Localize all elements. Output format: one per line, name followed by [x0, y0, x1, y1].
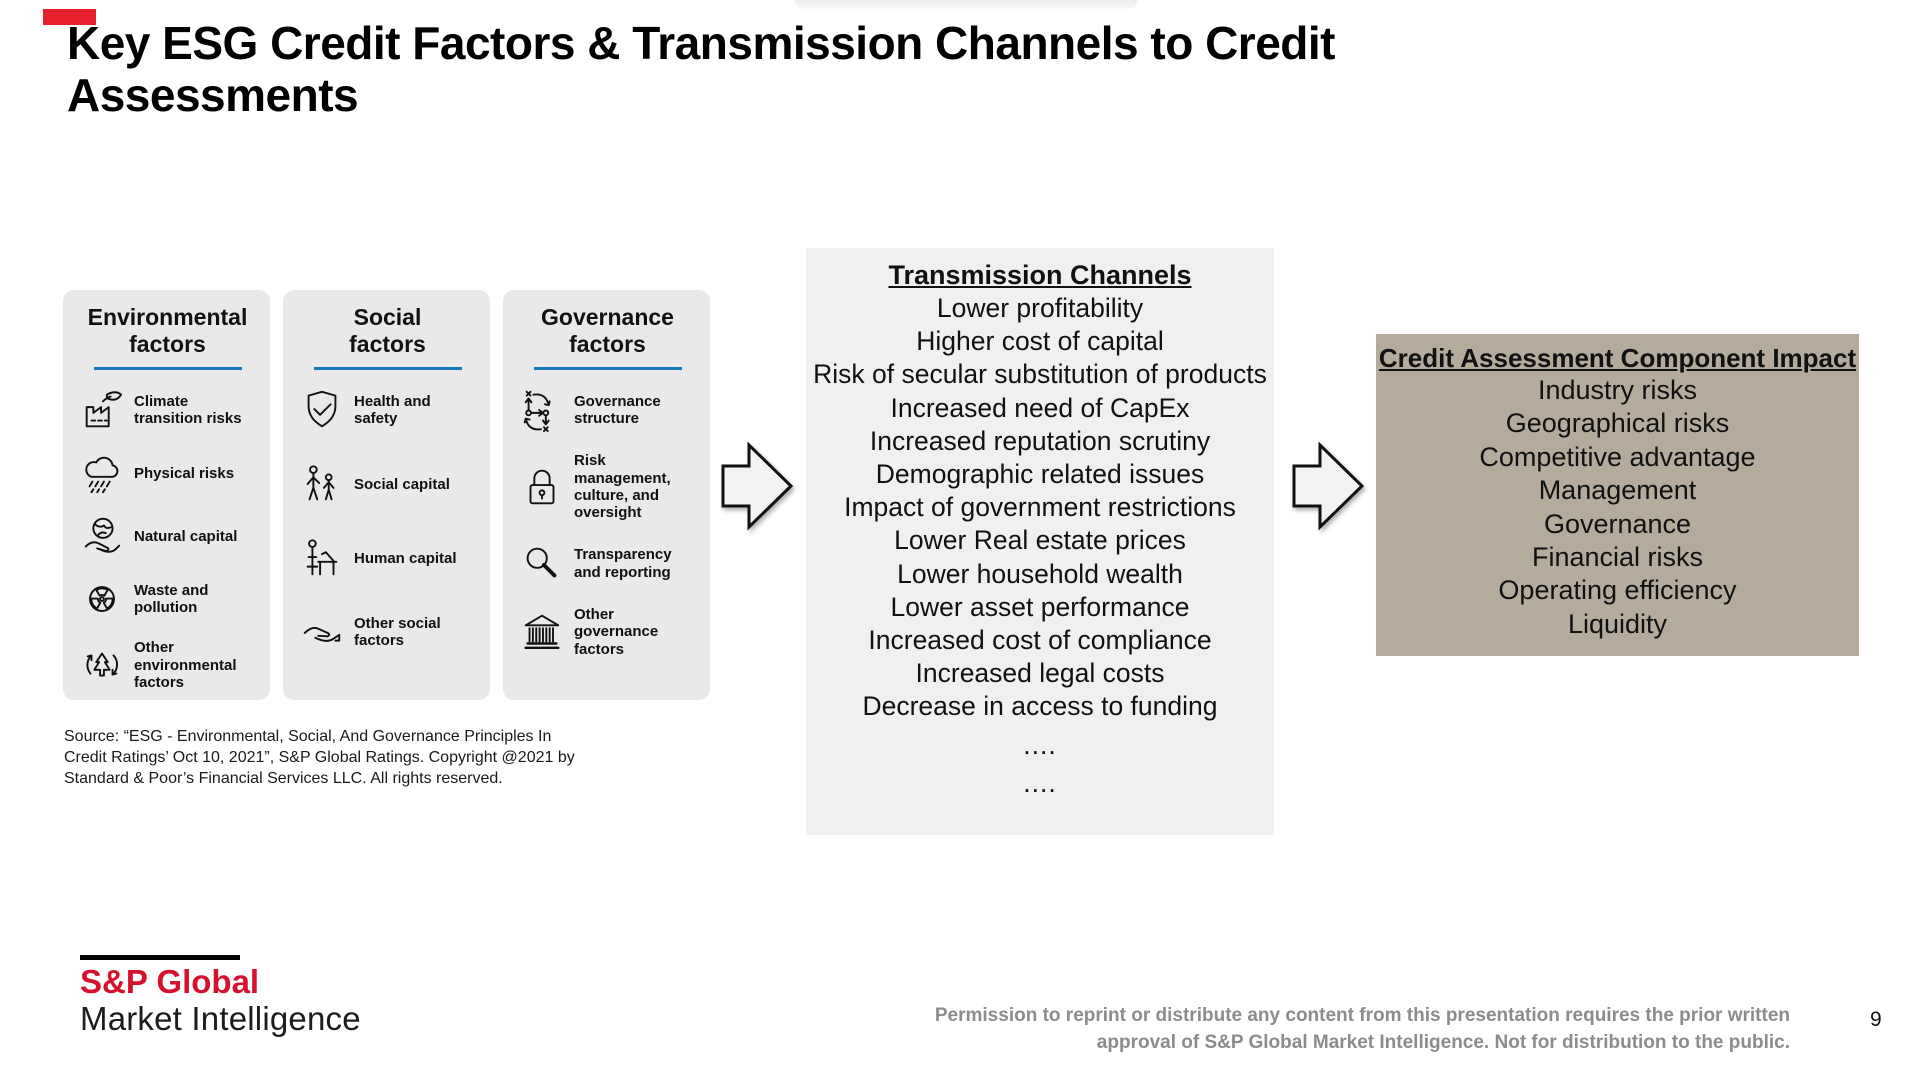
factor-label: Social capital: [354, 475, 450, 493]
credit-impact-item: Liquidity: [1567, 608, 1668, 639]
governance-factors-title: Governance factors: [541, 304, 674, 358]
transmission-item-ellipsis: ....: [1023, 729, 1057, 760]
transmission-item: Lower profitability: [936, 293, 1144, 323]
source-note: Source: “ESG - Environmental, Social, An…: [64, 728, 575, 788]
factor-label: Governance structure: [574, 392, 661, 428]
factor-label: Other environmental factors: [134, 639, 237, 692]
factor-label: Human capital: [354, 549, 457, 567]
page-title: Key ESG Credit Factors & Transmission Ch…: [67, 17, 1335, 121]
factor-label: Other social factors: [354, 614, 441, 650]
list-item: Risk management, culture, and oversight: [513, 452, 702, 522]
top-gray-tab: [795, 0, 1137, 9]
transmission-item: Demographic related issues: [875, 459, 1205, 490]
social-factors-box: Social factors Health and safety Social …: [283, 290, 490, 700]
natural-capital-icon: [79, 513, 125, 559]
environmental-factors-title: Environmental factors: [87, 304, 248, 358]
logo-bar: [80, 955, 240, 960]
transmission-channels-title: Transmission Channels: [888, 260, 1192, 290]
factor-label: Climate transition risks: [134, 392, 242, 428]
factor-label: Other governance factors: [574, 605, 659, 658]
list-item: Other governance factors: [513, 606, 702, 658]
list-item: Physical risks: [73, 450, 262, 496]
list-item: Health and safety: [293, 387, 482, 433]
factor-label: Physical risks: [134, 464, 235, 482]
social-factors-title: Social factors: [349, 304, 426, 358]
logo-brand-text: S&P Global: [80, 963, 260, 1000]
list-item: Natural capital: [73, 513, 262, 559]
arrow-right-icon: [721, 441, 793, 531]
page-number: 9: [1870, 1008, 1882, 1031]
list-item: Other environmental factors: [73, 639, 262, 691]
list-item: Governance structure: [513, 387, 702, 433]
risk-management-icon: [519, 464, 565, 510]
transmission-channels-panel: Transmission Channels Lower profitabilit…: [806, 248, 1274, 835]
other-environmental-factors-icon: [79, 642, 125, 688]
transmission-item: Higher cost of capital: [916, 326, 1164, 357]
other-governance-factors-icon: [519, 609, 565, 655]
credit-impact-item: Industry risks: [1537, 375, 1698, 405]
blue-divider: [93, 367, 242, 371]
transmission-item: Increased need of CapEx: [890, 392, 1190, 423]
footer-disclaimer: Permission to reprint or distribute any …: [934, 1005, 1790, 1054]
environmental-factors-box: Environmental factors Climate transition…: [63, 290, 270, 700]
waste-and-pollution-icon: [79, 576, 125, 622]
credit-assessment-impact-title: Credit Assessment Component Impact: [1378, 343, 1857, 373]
sp-global-logo: S&P Global Market Intelligence: [80, 955, 361, 1038]
other-social-factors-icon: [299, 609, 345, 655]
transmission-item: Increased reputation scrutiny: [869, 425, 1211, 456]
factor-label: Risk management, culture, and oversight: [574, 452, 671, 522]
transmission-item: Lower household wealth: [897, 558, 1183, 589]
credit-impact-item: Financial risks: [1531, 542, 1704, 573]
credit-impact-item: Competitive advantage: [1479, 441, 1756, 472]
factor-label: Natural capital: [134, 527, 238, 545]
blue-divider: [533, 367, 682, 371]
list-item: Waste and pollution: [73, 576, 262, 622]
transmission-item: Impact of government restrictions: [844, 492, 1236, 523]
credit-impact-item: Management: [1538, 475, 1697, 506]
credit-impact-item: Operating efficiency: [1498, 575, 1737, 606]
transmission-item: Increased legal costs: [915, 658, 1165, 689]
transmission-item: Decrease in access to funding: [862, 691, 1218, 722]
factor-label: Waste and pollution: [134, 581, 209, 617]
social-capital-icon: [299, 461, 345, 507]
list-item: Human capital: [293, 535, 482, 581]
factor-label: Transparency and reporting: [574, 546, 672, 581]
list-item: Climate transition risks: [73, 387, 262, 433]
credit-assessment-impact-panel: Credit Assessment Component Impact Indus…: [1376, 334, 1859, 656]
physical-risks-icon: [79, 450, 125, 496]
list-item: Transparency and reporting: [513, 541, 702, 587]
credit-impact-item: Geographical risks: [1505, 408, 1730, 439]
transmission-item: Risk of secular substitution of products: [813, 359, 1267, 390]
climate-transition-risks-icon: [79, 387, 125, 433]
transmission-item: Lower asset performance: [890, 591, 1190, 622]
list-item: Other social factors: [293, 609, 482, 655]
red-accent-bar: [43, 9, 96, 25]
logo-division-text: Market Intelligence: [80, 999, 361, 1037]
transmission-item-ellipsis: ....: [1023, 767, 1057, 798]
arrow-right-icon: [1292, 441, 1364, 531]
transparency-reporting-icon: [519, 541, 565, 587]
governance-factors-box: Governance factors Governance structure: [503, 290, 710, 700]
transmission-item: Increased cost of compliance: [868, 625, 1212, 656]
governance-structure-icon: [519, 387, 565, 433]
human-capital-icon: [299, 535, 345, 581]
transmission-item: Lower Real estate prices: [894, 525, 1186, 556]
blue-divider: [313, 367, 462, 371]
credit-impact-item: Governance: [1543, 508, 1692, 539]
health-and-safety-icon: [299, 387, 345, 433]
factor-label: Health and safety: [354, 392, 431, 428]
list-item: Social capital: [293, 461, 482, 507]
